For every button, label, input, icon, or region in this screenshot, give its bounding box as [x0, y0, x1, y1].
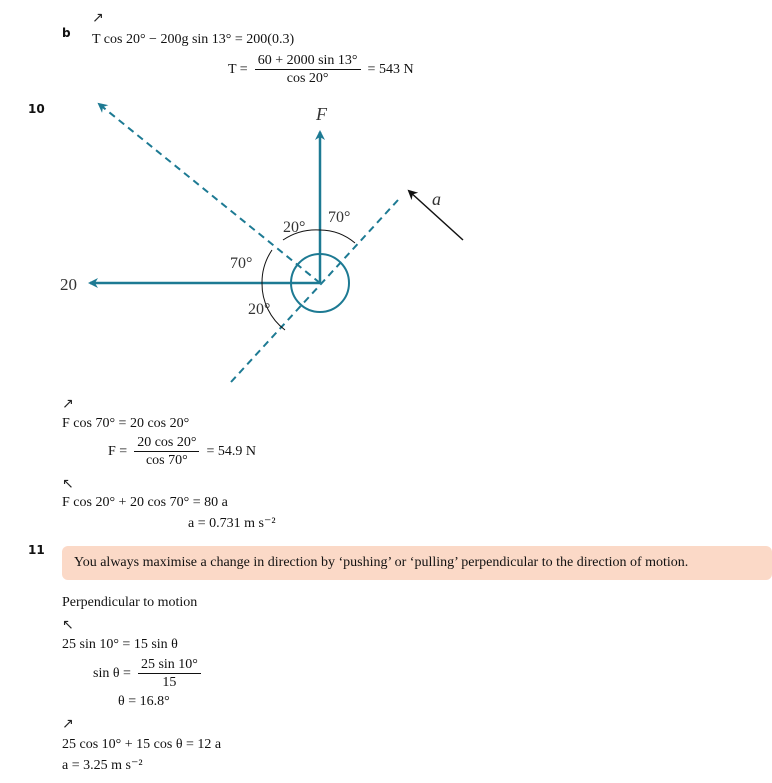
dashed-line-upper: [97, 102, 321, 284]
direction-arrow-icon: ↖: [62, 476, 74, 492]
label-a: a: [432, 189, 441, 209]
direction-arrow-icon: ↗: [92, 10, 104, 26]
particle-circle: [290, 253, 350, 313]
numerator: 25 sin 10°: [137, 656, 201, 674]
equation: F cos 20° + 20 cos 70° = 80 a: [62, 495, 228, 510]
fraction: 20 cos 20° cos 70°: [134, 434, 200, 469]
equation: a = 0.731 m s⁻²: [188, 516, 276, 531]
equation: a = 3.25 m s⁻²: [62, 758, 143, 773]
equation-rhs: = 543 N: [367, 61, 414, 77]
angle-label: 20°: [248, 301, 270, 318]
angle-arc: [261, 249, 273, 284]
equation-fraction: sin θ = 25 sin 10° 15: [93, 656, 204, 691]
angle-label: 70°: [328, 209, 350, 226]
part-label: b: [62, 26, 71, 40]
equation-fraction: T = 60 + 2000 sin 13° cos 20° = 543 N: [228, 52, 414, 87]
force-diagram: F 20 a 20° 70° 70° 20°: [60, 102, 464, 383]
equation-lhs: T =: [228, 61, 248, 77]
denominator: cos 20°: [286, 71, 329, 86]
denominator: 15: [162, 675, 177, 690]
equation: F cos 70° = 20 cos 20°: [62, 416, 190, 431]
numerator: 20 cos 20°: [134, 434, 200, 452]
equation: 25 sin 10° = 15 sin θ: [62, 637, 178, 652]
equation: θ = 16.8°: [118, 694, 170, 709]
denominator: cos 70°: [145, 453, 188, 468]
direction-arrow-icon: ↗: [62, 396, 74, 412]
direction-arrow-icon: ↗: [62, 716, 74, 732]
angle-label: 20°: [283, 219, 305, 236]
label-F: F: [315, 104, 328, 124]
equation: 25 cos 10° + 15 cos θ = 12 a: [62, 737, 222, 752]
fraction: 25 sin 10° 15: [137, 656, 201, 691]
equation: T cos 20° − 200g sin 13° = 200(0.3): [92, 32, 295, 47]
hint-box: You always maximise a change in directio…: [62, 546, 772, 580]
question-number: 11: [28, 543, 45, 557]
equation-fraction: F = 20 cos 20° cos 70° = 54.9 N: [108, 434, 256, 469]
direction-arrow-icon: ↖: [62, 617, 74, 633]
numerator: 60 + 2000 sin 13°: [254, 52, 361, 70]
angle-arc: [282, 229, 321, 241]
section-heading: Perpendicular to motion: [62, 595, 198, 610]
label-20: 20: [60, 275, 77, 294]
angle-arc: [261, 282, 286, 331]
dashed-line-diagonal: [230, 199, 399, 383]
question-number: 10: [28, 102, 45, 116]
equation-lhs: F =: [108, 443, 128, 459]
fraction: 60 + 2000 sin 13° cos 20°: [254, 52, 361, 87]
acceleration-arrow: [407, 189, 464, 241]
angle-label: 70°: [230, 255, 252, 272]
equation-rhs: = 54.9 N: [206, 443, 256, 459]
equation-lhs: sin θ =: [93, 665, 131, 681]
angle-arc: [319, 229, 356, 244]
